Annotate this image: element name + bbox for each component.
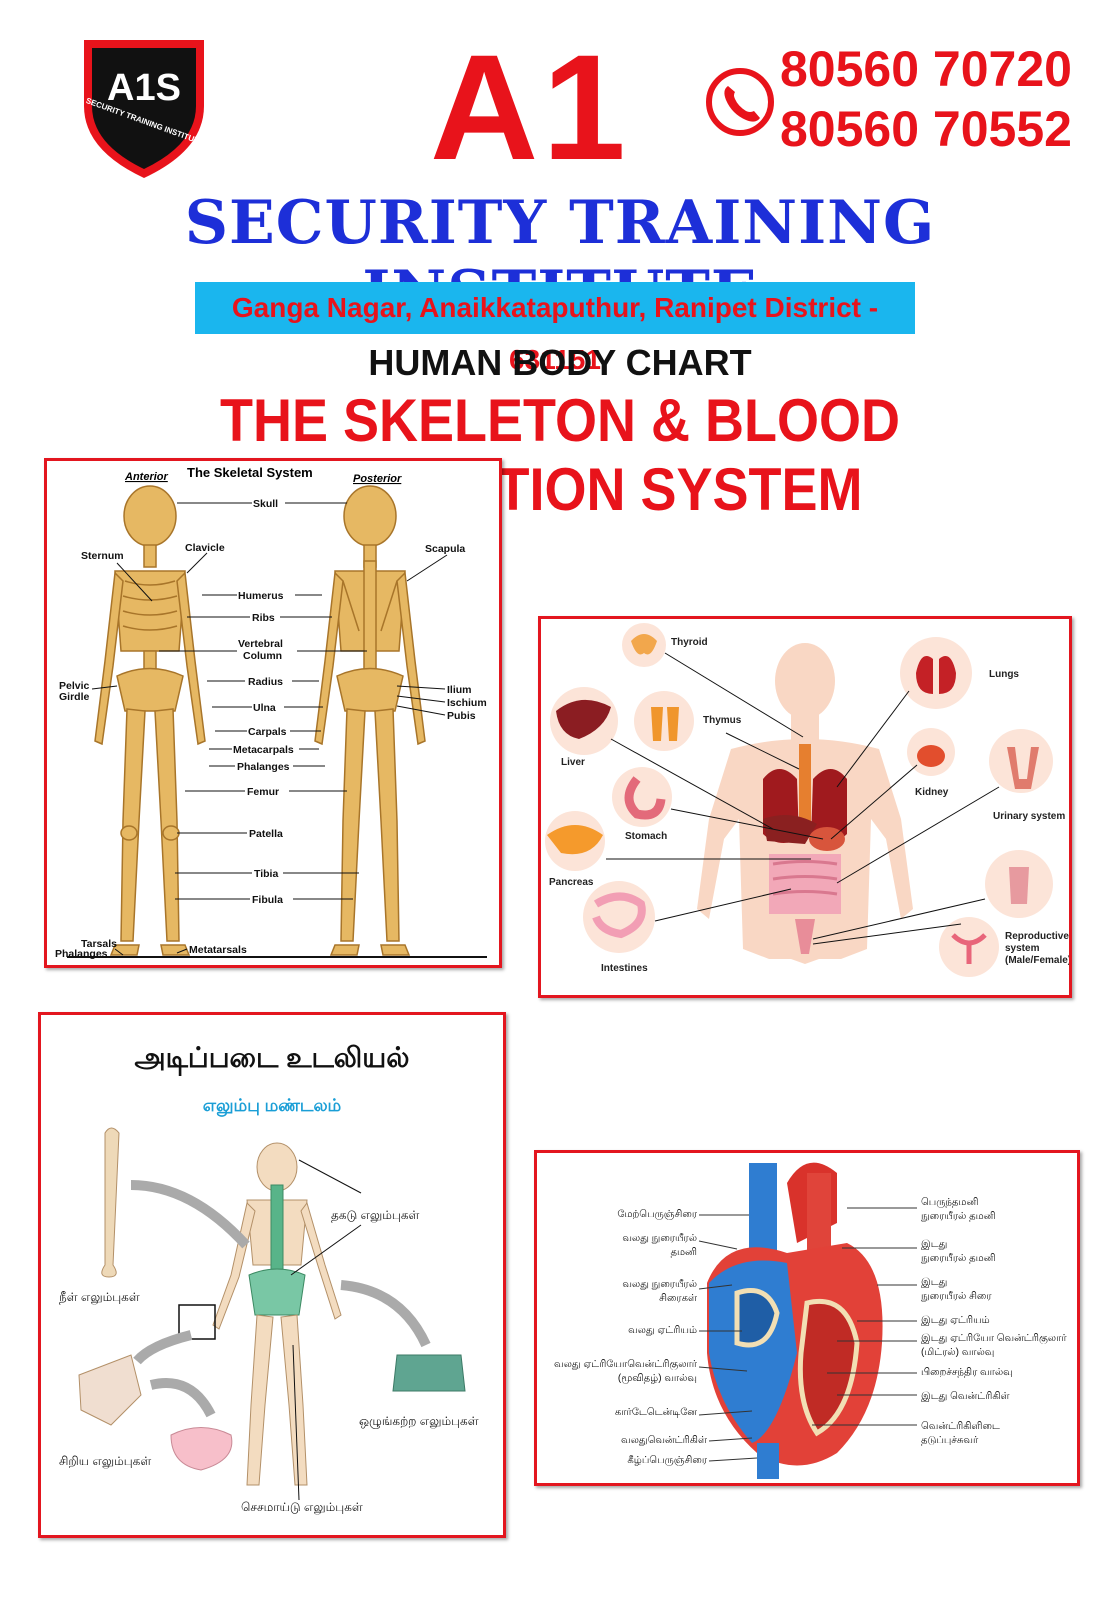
label-mitral-valve: (மிட்ரல்) வால்வு <box>921 1347 994 1358</box>
label-ilium: Ilium <box>447 684 472 696</box>
tamil-leader-lines <box>290 1159 362 1501</box>
label-small-bones: சிறிய எலும்புகள் <box>59 1454 151 1469</box>
label-pulmonary-artery: நுரையீரல் தமனி <box>921 1211 996 1222</box>
label-girdle: Girdle <box>59 691 90 703</box>
label-left-atrium: இடது ஏட்ரியம் <box>921 1315 990 1326</box>
skeletal-title: The Skeletal System <box>187 465 313 480</box>
label-left-ventricle: இடது வென்ட்ரிகிள் <box>921 1391 1010 1402</box>
label-aorta: பெருந்தமனி <box>921 1197 978 1208</box>
phone-number-2[interactable]: 80560 70552 <box>780 101 1072 157</box>
label-right-ventricle: வலதுவென்ட்ரிகிள் <box>621 1435 707 1446</box>
heart-leader-lines <box>698 1207 917 1462</box>
label-lungs: Lungs <box>989 669 1019 680</box>
skeletal-system-panel: Anterior The Skeletal System Posterior <box>44 458 502 968</box>
label-thymus: Thymus <box>703 715 742 726</box>
tamil-skeleton <box>212 1142 342 1486</box>
label-semilunar-valve: பிறைச்சந்திர வால்வு <box>921 1367 1013 1378</box>
label-interventricular: வென்ட்ரிகிளிடை <box>921 1421 1000 1432</box>
label-long-bones: நீள் எலும்புகள் <box>59 1290 140 1305</box>
label-pulmonary-artery-2: நுரையீரல் தமனி <box>921 1253 996 1264</box>
posterior-skeleton <box>314 485 426 956</box>
label-stomach: Stomach <box>625 831 667 842</box>
label-ribs: Ribs <box>252 612 275 624</box>
logo: A1S SECURITY TRAINING INSTITUTE <box>74 28 214 183</box>
label-veins: சிரைகள் <box>659 1293 697 1304</box>
label-ischium: Ischium <box>447 697 487 709</box>
phone-number-1[interactable]: 80560 70720 <box>780 41 1072 97</box>
tamil-title: அடிப்படை உடலியல் <box>134 1042 409 1076</box>
label-reproductive: Reproductive <box>1005 931 1069 942</box>
label-right-av: வலது ஏட்ரியோவென்ட்ரிகுலார் <box>554 1359 698 1371</box>
label-carpals: Carpals <box>248 726 287 738</box>
label-patella: Patella <box>249 828 283 840</box>
tamil-subtitle: எலும்பு மண்டலம் <box>203 1096 342 1116</box>
label-liver: Liver <box>561 757 585 768</box>
label-right-atrium: வலது ஏட்ரியம் <box>628 1325 697 1336</box>
label-phalanges: Phalanges <box>237 761 290 773</box>
heart-diagram <box>707 1162 883 1479</box>
label-superior-vena-cava: மேற்பெருஞ்சிரை <box>617 1209 697 1220</box>
label-metatarsals: Metatarsals <box>189 944 247 956</box>
label-urinary-system: Urinary system <box>993 811 1065 822</box>
label-inferior-vena-cava: கீழ்ப்பெருஞ்சிரை <box>627 1455 707 1466</box>
label-intestines: Intestines <box>601 963 648 974</box>
label-pancreas: Pancreas <box>549 877 594 888</box>
label-flat-bones: தகடு எலும்புகள் <box>331 1208 420 1223</box>
skeletal-leader-lines <box>91 502 448 956</box>
label-artery: தமனி <box>670 1247 697 1258</box>
label-male-female: (Male/Female) <box>1005 955 1069 966</box>
label-right-pulmonary: வலது நுரையீரல் <box>622 1233 697 1244</box>
bone-arrows <box>130 1180 431 1418</box>
label-sesamoid-bones: செசமாய்டு எலும்புகள் <box>241 1500 363 1515</box>
phone-icon <box>704 66 776 138</box>
label-right-pulmonary-2: வலது நுரையீரல் <box>622 1279 697 1290</box>
label-radius: Radius <box>248 676 283 688</box>
label-left-av: இடது ஏட்ரியோ வென்ட்ரிகுலார் <box>921 1333 1067 1345</box>
organ-icons <box>545 623 1053 977</box>
label-phalanges-foot: Phalanges <box>55 948 108 960</box>
label-column: Column <box>243 650 282 662</box>
organs-panel: Thyroid Lungs Thymus Liver Kidney Urinar… <box>538 616 1072 998</box>
label-left-2: இடது <box>921 1277 947 1288</box>
tamil-bone-panel: அடிப்படை உடலியல் எலும்பு மண்டலம் <box>38 1012 506 1538</box>
label-tricuspid-valve: (மூவிதழ்) வால்வு <box>618 1373 697 1384</box>
label-system: system <box>1005 943 1040 954</box>
anterior-label: Anterior <box>124 471 169 483</box>
label-tibia: Tibia <box>254 868 278 880</box>
label-irregular-bones: ஒழுங்கற்ற எலும்புகள் <box>359 1414 479 1429</box>
label-pelvic: Pelvic <box>59 680 90 692</box>
address-banner: Ganga Nagar, Anaikkataputhur, Ranipet Di… <box>195 282 915 375</box>
label-metacarpals: Metacarpals <box>233 744 294 756</box>
anterior-skeleton <box>94 485 206 956</box>
label-pubis: Pubis <box>447 710 476 722</box>
label-sternum: Sternum <box>81 550 124 562</box>
label-femur: Femur <box>247 786 279 798</box>
label-kidney: Kidney <box>915 787 949 798</box>
organ-leader-lines <box>606 652 1000 945</box>
heart-panel: மேற்பெருஞ்சிரை வலது நுரையீரல் தமனி வலது … <box>534 1150 1080 1486</box>
label-chordae-tendineae: கார்டேடென்டினே <box>615 1407 697 1418</box>
label-tarsals: Tarsals <box>81 938 117 950</box>
label-ulna: Ulna <box>253 702 276 714</box>
label-left: இடது <box>921 1239 947 1250</box>
hand-highlight-box <box>178 1304 216 1340</box>
logo-letters: A1S <box>107 67 181 109</box>
label-humerus: Humerus <box>238 590 284 602</box>
label-skull: Skull <box>253 498 278 510</box>
chart-subtitle: HUMAN BODY CHART <box>368 342 752 383</box>
label-scapula: Scapula <box>425 543 465 555</box>
label-clavicle: Clavicle <box>185 542 225 554</box>
internal-organs <box>763 744 847 954</box>
label-vertebral: Vertebral <box>238 638 283 650</box>
label-thyroid: Thyroid <box>671 637 708 648</box>
brand-title: A1 <box>430 23 630 191</box>
posterior-label: Posterior <box>353 473 402 485</box>
body-silhouette <box>697 643 913 964</box>
label-pulmonary-vein: நுரையீரல் சிரை <box>921 1291 992 1302</box>
bone-examples <box>78 1127 466 1471</box>
label-septum: தடுப்புச்சுவர் <box>921 1435 979 1446</box>
label-fibula: Fibula <box>252 894 283 906</box>
